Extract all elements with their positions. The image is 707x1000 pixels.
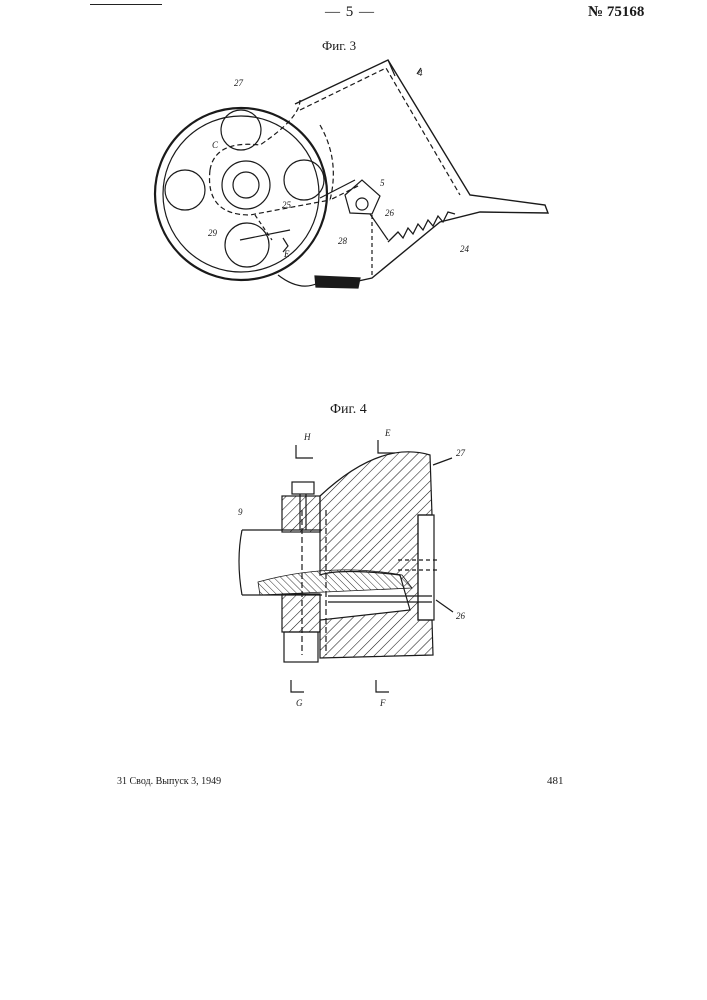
fig3-label-e: E xyxy=(283,249,290,259)
fig3-label-24: 24 xyxy=(460,244,470,254)
fig4-label-g: G xyxy=(296,698,303,708)
fig4-label-h: H xyxy=(303,432,311,442)
fig4-label-9: 9 xyxy=(238,507,243,517)
fig3-label-28: 28 xyxy=(338,236,348,246)
fig3-label-5: 5 xyxy=(380,178,385,188)
fig3-label-25: 25 xyxy=(282,200,292,210)
fig3-label-26: 26 xyxy=(385,208,395,218)
fig4-label-f: F xyxy=(379,698,386,708)
fig4-label-e: E xyxy=(384,428,391,438)
footer-page-number: 481 xyxy=(547,775,564,787)
fig3-label-29: 29 xyxy=(208,228,218,238)
fig4-label-26: 26 xyxy=(456,611,466,621)
fig3-label-c: C xyxy=(212,140,219,150)
footer-publication: 31 Свод. Выпуск 3, 1949 xyxy=(117,776,221,787)
fig3-label-4: 4 xyxy=(418,68,423,78)
fig3-label-27: 27 xyxy=(234,78,244,88)
figure-3-drawing xyxy=(155,60,548,288)
figure-4-drawing xyxy=(239,440,453,692)
fig4-label-27: 27 xyxy=(456,448,466,458)
